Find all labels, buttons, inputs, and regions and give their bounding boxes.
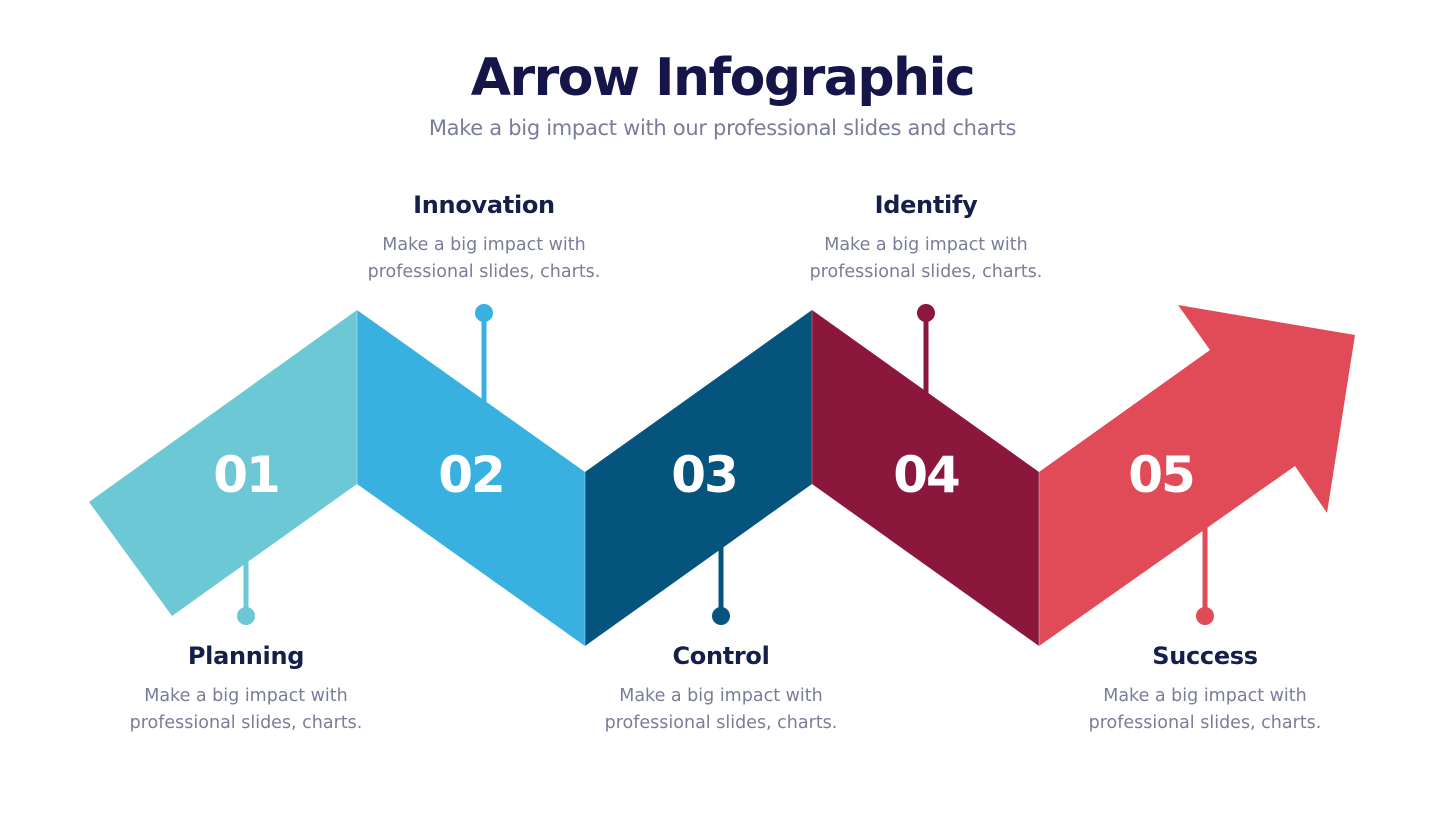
step-number-2: 02	[438, 446, 504, 504]
connector-dot-4	[917, 304, 935, 322]
connector-dot-5	[1196, 607, 1214, 625]
step-number-4: 04	[893, 446, 959, 504]
step-title-1: Planning	[187, 642, 305, 670]
step-number-3: 03	[671, 446, 737, 504]
page-title: Arrow Infographic	[470, 48, 976, 108]
step-title-4: Identify	[874, 191, 978, 219]
arrow-segment-4	[812, 310, 1039, 646]
arrow-segment-3	[585, 310, 812, 646]
step-label-1: Planning Make a big impact with professi…	[86, 641, 406, 737]
step-desc-4: Make a big impact with professional slid…	[809, 235, 1043, 282]
step-desc-2: Make a big impact with professional slid…	[367, 235, 601, 282]
step-number-1: 01	[213, 446, 279, 504]
step-title-3: Control	[672, 642, 770, 670]
connector-dot-1	[237, 607, 255, 625]
step-label-3: Control Make a big impact with professio…	[561, 641, 881, 737]
step-label-2: Innovation Make a big impact with profes…	[324, 190, 644, 286]
arrow-segment-2	[357, 310, 585, 646]
arrow-head-segment-5	[1039, 305, 1355, 646]
step-title-5: Success	[1152, 642, 1258, 670]
step-desc-1: Make a big impact with professional slid…	[129, 686, 363, 733]
step-label-5: Success Make a big impact with professio…	[1045, 641, 1365, 737]
connector-dot-2	[475, 304, 493, 322]
step-title-2: Innovation	[413, 191, 555, 219]
step-label-4: Identify Make a big impact with professi…	[766, 190, 1086, 286]
arrow-segment-1	[89, 310, 357, 616]
step-desc-3: Make a big impact with professional slid…	[604, 686, 838, 733]
connector-2	[475, 304, 493, 410]
page-subtitle: Make a big impact with our professional …	[428, 116, 1017, 140]
step-desc-5: Make a big impact with professional slid…	[1088, 686, 1322, 733]
connector-dot-3	[712, 607, 730, 625]
step-number-5: 05	[1128, 446, 1194, 504]
